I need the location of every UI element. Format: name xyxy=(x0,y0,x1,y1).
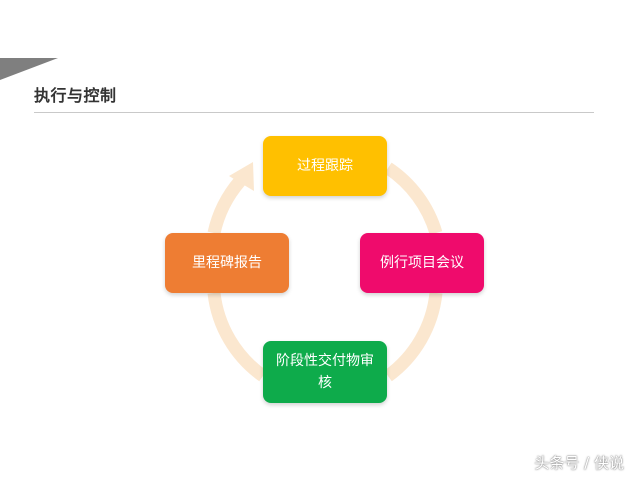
arc-meeting-to-review xyxy=(384,292,443,382)
step-deliverable-review: 阶段性交付物审核 xyxy=(263,341,387,403)
arc-tracking-to-meeting xyxy=(384,162,443,235)
step-milestone-report-label: 里程碑报告 xyxy=(192,255,262,271)
step-process-tracking-label: 过程跟踪 xyxy=(297,158,353,174)
corner-triangle xyxy=(0,58,58,80)
step-routine-meeting-label: 例行项目会议 xyxy=(380,255,464,271)
cycle-arrowhead xyxy=(229,162,254,191)
title-divider xyxy=(34,112,594,113)
source-watermark: 头条号 / 侠说 xyxy=(534,454,624,472)
page-title: 执行与控制 xyxy=(34,86,117,105)
step-milestone-report: 里程碑报告 xyxy=(165,233,289,293)
step-routine-meeting: 例行项目会议 xyxy=(360,233,484,293)
step-deliverable-review-label: 阶段性交付物审核 xyxy=(276,353,374,391)
arc-report-to-tracking xyxy=(207,176,246,235)
arc-review-to-report xyxy=(207,292,267,382)
step-process-tracking: 过程跟踪 xyxy=(263,136,387,196)
corner-triangle-decoration xyxy=(0,58,58,80)
